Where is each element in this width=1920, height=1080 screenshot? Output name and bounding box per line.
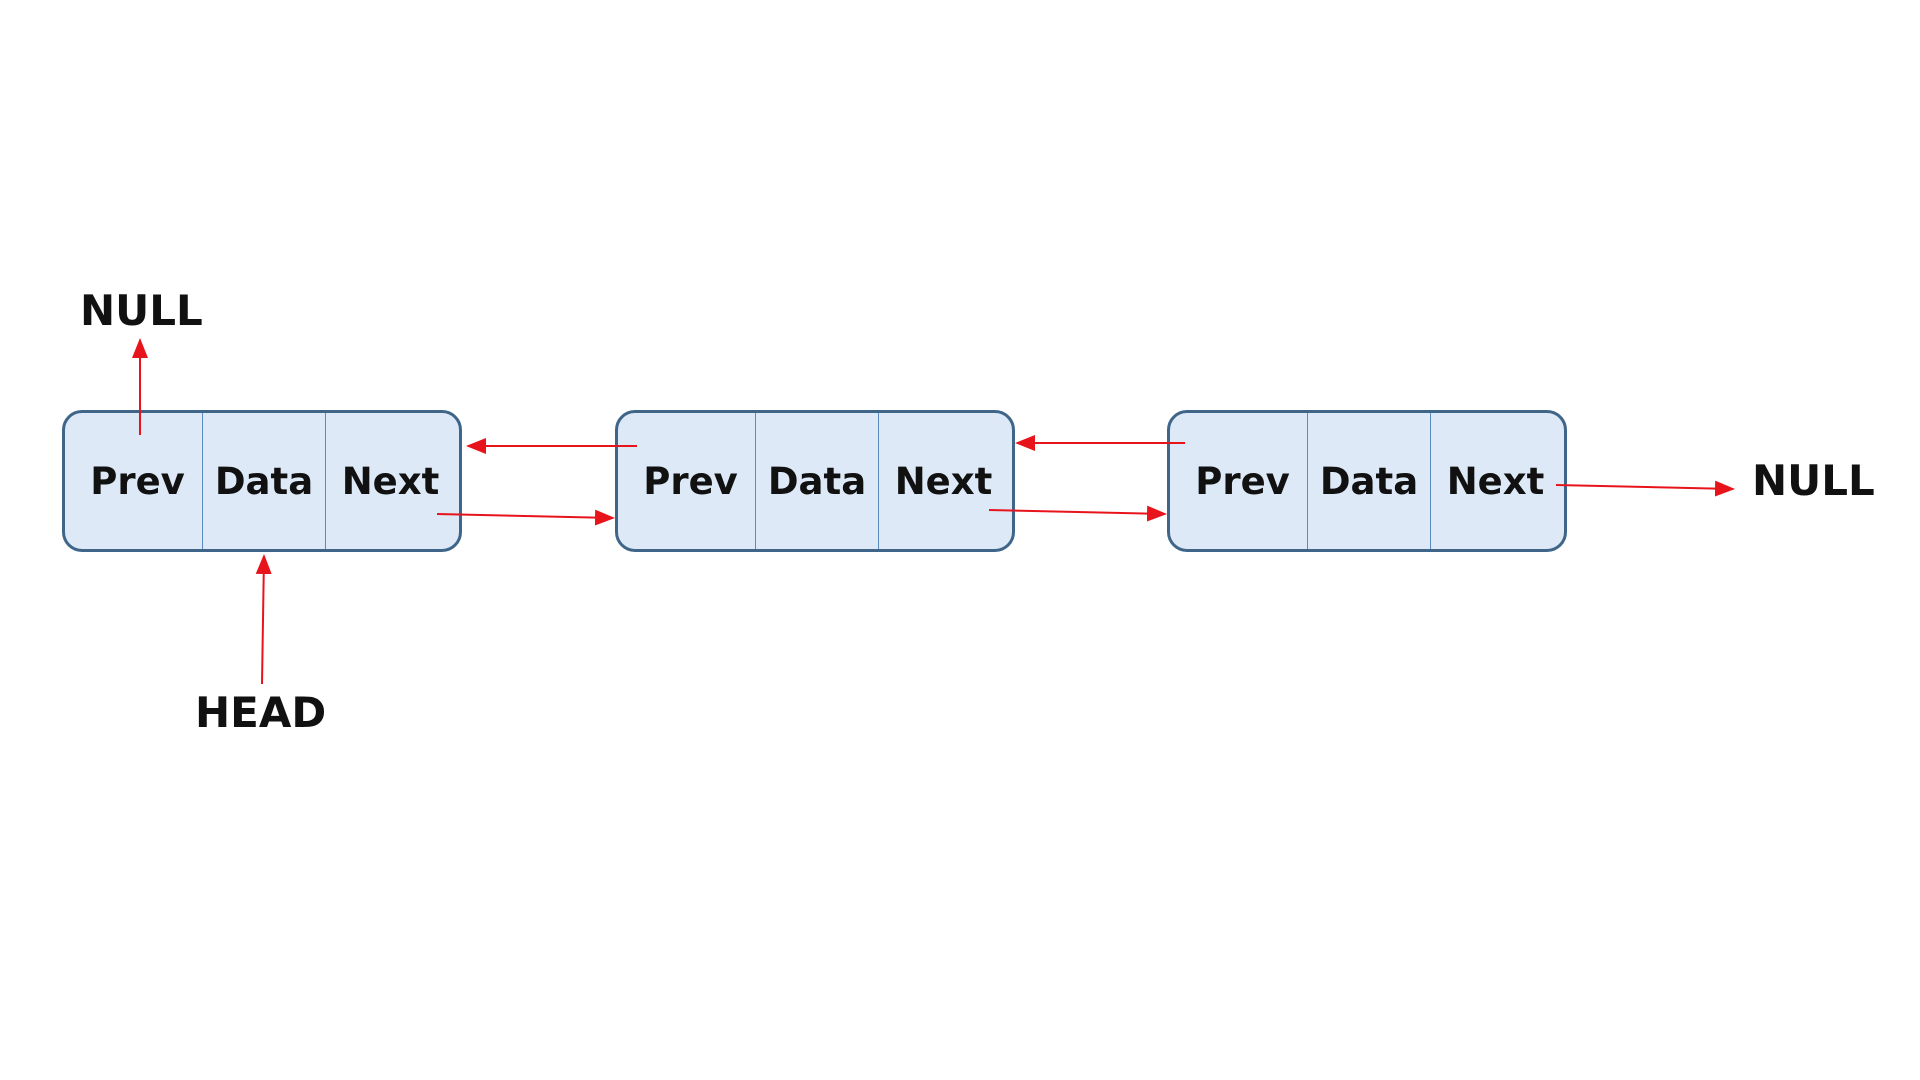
list-node-2: Prev Data Next	[615, 410, 1015, 552]
arrow-node-2-next-to-node-3	[988, 505, 1167, 522]
node-2-data-field: Data	[756, 413, 879, 549]
node-1-next-field: Next	[341, 459, 440, 503]
null-label-right: NULL	[1752, 456, 1875, 505]
node-2-prev-field: Prev	[618, 413, 756, 549]
node-3-prev-field: Prev	[1170, 413, 1308, 549]
node-2-next-field: Next	[894, 459, 993, 503]
list-node-3: Prev Data Next	[1167, 410, 1567, 552]
node-3-next-field: Next	[1446, 459, 1545, 503]
list-node-1: Prev Data Next	[62, 410, 462, 552]
arrow-node-3-next-to-null	[1555, 480, 1735, 497]
node-1-data-field: Data	[203, 413, 326, 549]
arrow-node-1-next-to-node-2	[436, 509, 615, 526]
head-label: HEAD	[195, 688, 327, 737]
node-3-data-field: Data	[1308, 413, 1431, 549]
node-1-prev-field: Prev	[65, 413, 203, 549]
null-label-left: NULL	[80, 286, 203, 335]
arrow-head-to-node-1	[255, 554, 272, 685]
